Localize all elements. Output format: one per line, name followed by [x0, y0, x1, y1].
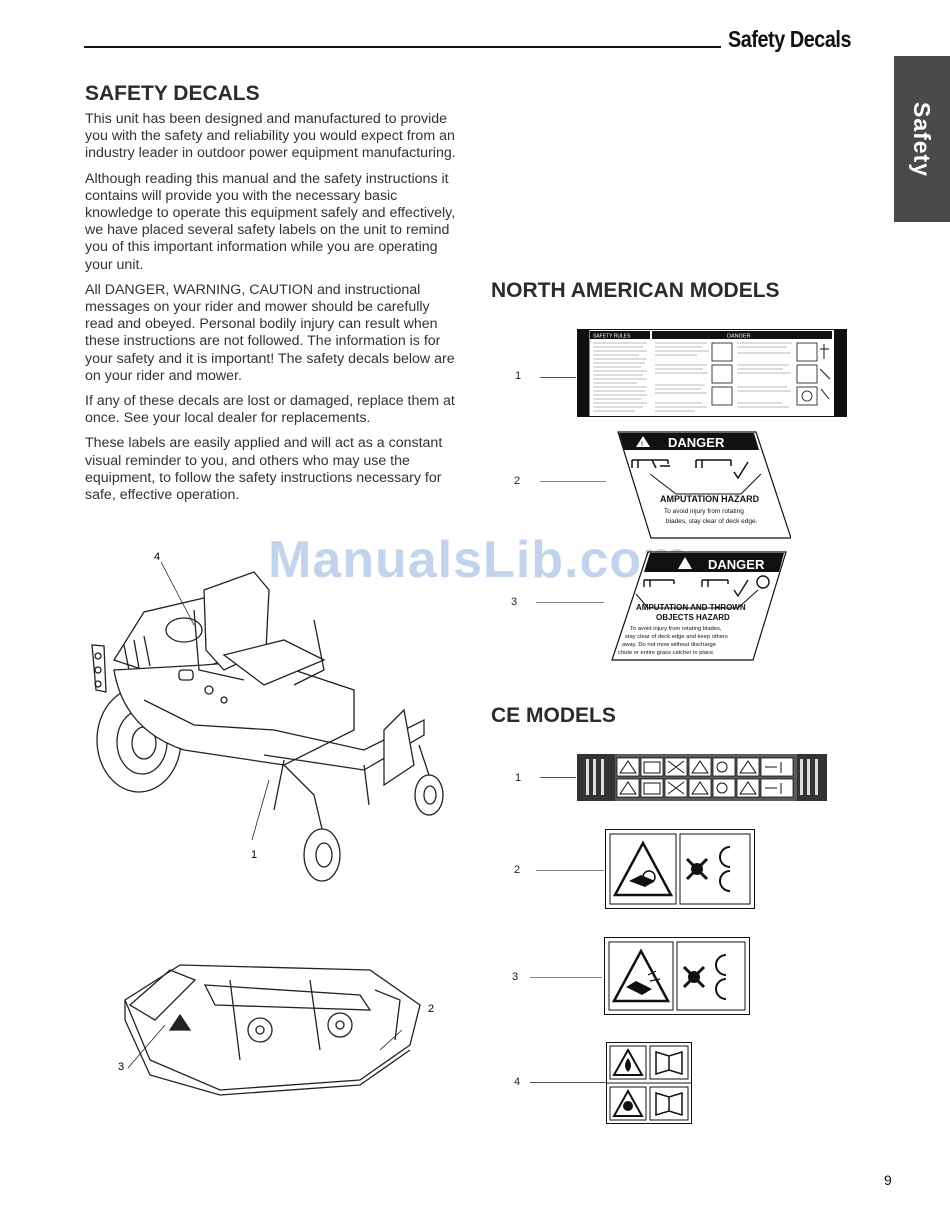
watermark: ManualsLib.com	[268, 531, 690, 589]
na-leader-1	[540, 377, 576, 378]
svg-text:!: !	[641, 442, 643, 448]
na-decal2-line: blades, stay clear of deck edge.	[666, 518, 758, 525]
na-decal3-line: stay clear of deck edge and keep others	[625, 634, 728, 640]
section-tab: Safety	[894, 56, 950, 222]
mower-deck-illustration: 2 3	[118, 964, 434, 1096]
ce-callout-1: 1	[515, 772, 522, 784]
intro-paragraph: All DANGER, WARNING, CAUTION and instruc…	[85, 281, 455, 384]
na-decal3-hazard: AMPUTATION AND THROWN	[636, 603, 746, 612]
rider-mower-illustration: 4 1	[91, 551, 444, 882]
page-number: 9	[884, 1172, 892, 1188]
na-decal3-banner: DANGER	[708, 557, 765, 572]
section-tab-label: Safety	[909, 101, 936, 177]
ce-decal-thrown-objects	[604, 937, 750, 1015]
mower-callout-1: 1	[251, 849, 257, 861]
ce-heading: CE MODELS	[491, 704, 616, 727]
ce-callout-4: 4	[514, 1076, 521, 1088]
na-callout-2: 2	[514, 475, 521, 487]
mower-callout-4: 4	[154, 551, 160, 563]
na-callout-3: 3	[511, 596, 518, 608]
na-decal3-line: chute or entire grass catcher in place.	[618, 650, 715, 656]
safety-decals-heading: SAFETY DECALS	[85, 82, 260, 105]
na-decal-amputation-hazard: ! DANGER AMPUTATION HAZARD To avoid inju…	[617, 431, 791, 539]
na-decal3-line: To avoid injury from rotating blades,	[630, 626, 722, 632]
ce-callout-2: 2	[514, 864, 521, 876]
intro-text: This unit has been designed and manufact…	[85, 111, 457, 512]
ce-leader-4	[530, 1082, 606, 1083]
intro-paragraph: Although reading this manual and the saf…	[85, 170, 456, 273]
na-decal1-left-title: SAFETY RULES	[593, 334, 631, 340]
na-decal-safety-rules: SAFETY RULES DANGER	[577, 329, 847, 417]
ce-leader-2	[536, 870, 604, 871]
deck-callout-2: 2	[428, 1003, 434, 1015]
ce-callout-3: 3	[512, 971, 519, 983]
na-decal2-hazard: AMPUTATION HAZARD	[660, 494, 760, 504]
na-decal3-hazard: OBJECTS HAZARD	[656, 613, 730, 622]
ce-leader-1	[540, 777, 576, 778]
ce-decal-blade-hazard	[605, 829, 755, 909]
na-decal3-line: away. Do not mow without discharge	[622, 642, 716, 648]
intro-paragraph: This unit has been designed and manufact…	[85, 111, 456, 162]
intro-paragraph: These labels are easily applied and will…	[85, 435, 443, 504]
na-decal2-banner: DANGER	[668, 435, 725, 450]
na-decal1-right-title: DANGER	[727, 334, 751, 340]
ce-leader-3	[530, 977, 602, 978]
intro-paragraph: If any of these decals are lost or damag…	[85, 393, 455, 427]
ce-decal-pictogram-strip	[577, 754, 827, 801]
ce-decal-fire-manual	[606, 1042, 692, 1124]
header-title: Safety Decals	[728, 26, 852, 52]
na-callout-1: 1	[515, 370, 522, 382]
na-leader-3	[536, 602, 604, 603]
header-rule	[84, 46, 721, 48]
na-decal2-line: To avoid injury from rotating	[664, 508, 744, 515]
north-american-heading: NORTH AMERICAN MODELS	[491, 279, 780, 302]
deck-callout-3: 3	[118, 1061, 124, 1073]
na-decal-thrown-objects-hazard: DANGER AMPUTATION AND THROWN OBJECTS HAZ…	[611, 551, 787, 661]
na-leader-2	[540, 481, 606, 482]
